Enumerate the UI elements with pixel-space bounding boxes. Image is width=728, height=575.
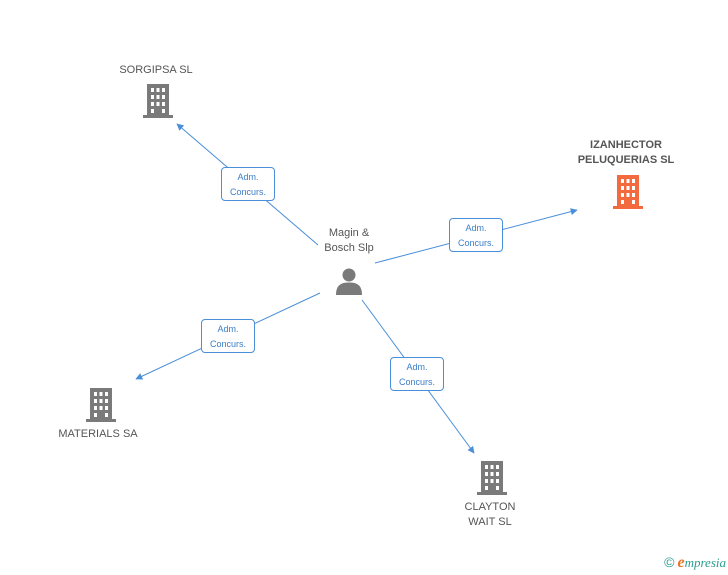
brand-footer[interactable]: ©empresia <box>664 554 726 572</box>
building-icon[interactable] <box>85 388 117 422</box>
company-name-izanhector[interactable]: IZANHECTOR PELUQUERIAS SL <box>566 138 686 168</box>
company-name-clayton-line2: WAIT SL <box>468 516 512 528</box>
company-name-sorgipsa-line1: SORGIPSA SL <box>119 64 193 76</box>
company-name-izanhector-line1: IZANHECTOR <box>590 139 662 151</box>
edge-label-line2: Concurs. <box>229 187 266 197</box>
brand-initial: e <box>677 554 685 571</box>
edge-label-clayton[interactable]: Adm. Concurs. <box>390 357 444 391</box>
company-name-clayton-line1: CLAYTON <box>464 501 516 513</box>
center-name-line2: Bosch Slp <box>324 242 374 254</box>
edge-label-line1: Adm. <box>465 223 487 233</box>
edge-label-materials[interactable]: Adm. Concurs. <box>201 319 255 353</box>
building-icon[interactable] <box>476 461 508 495</box>
edge-label-line1: Adm. <box>406 362 428 372</box>
building-icon-highlight[interactable] <box>612 175 644 209</box>
company-name-izanhector-line2: PELUQUERIAS SL <box>577 154 675 166</box>
copyright-symbol: © <box>664 554 675 570</box>
company-name-materials[interactable]: MATERIALS SA <box>48 427 148 442</box>
edge-label-sorgipsa[interactable]: Adm. Concurs. <box>221 167 275 201</box>
company-name-sorgipsa[interactable]: SORGIPSA SL <box>108 63 204 78</box>
center-name-line1: Magin & <box>328 227 370 239</box>
edge-label-izanhector[interactable]: Adm. Concurs. <box>449 218 503 252</box>
building-icon[interactable] <box>142 84 174 118</box>
company-name-materials-line1: MATERIALS SA <box>58 428 138 440</box>
edge-label-line1: Adm. <box>217 324 239 334</box>
person-icon[interactable] <box>334 266 364 296</box>
company-name-clayton[interactable]: CLAYTON WAIT SL <box>448 500 532 530</box>
center-name[interactable]: Magin & Bosch Slp <box>304 226 394 256</box>
edge-label-line2: Concurs. <box>398 377 435 387</box>
brand-name: mpresia <box>684 555 726 570</box>
edge-label-line2: Concurs. <box>209 339 246 349</box>
edge-label-line2: Concurs. <box>457 238 494 248</box>
edge-label-line1: Adm. <box>237 172 259 182</box>
